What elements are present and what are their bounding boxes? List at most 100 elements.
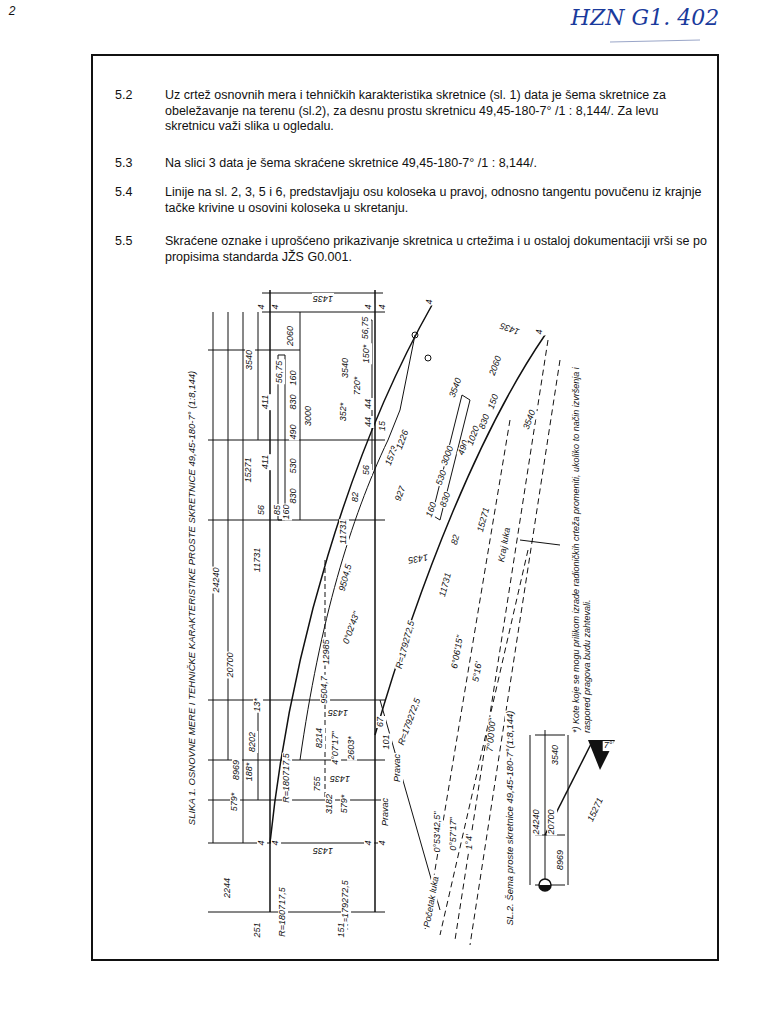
dimension-label: 490 bbox=[289, 423, 299, 440]
dimension-label: 20700 bbox=[226, 651, 236, 678]
dimension-label: 251 bbox=[253, 921, 263, 938]
dimension-label: 15271 bbox=[586, 796, 606, 825]
schema-origin-fill bbox=[539, 885, 551, 891]
dimension-label: 4°07'17" bbox=[331, 730, 341, 766]
dimension-label: 3000 bbox=[304, 405, 314, 427]
section-number: 5.2 bbox=[115, 88, 155, 104]
handwritten-code: HZN G1. 402 bbox=[571, 6, 719, 30]
dimension-label: 352* bbox=[339, 402, 349, 423]
paragraph-text: Skraćene oznake i uprošćeno prikazivanje… bbox=[165, 234, 710, 265]
section-number: 5.3 bbox=[115, 156, 155, 172]
straight-rail bbox=[269, 290, 271, 912]
schema-dimension bbox=[568, 735, 569, 885]
dimension-label: 411 bbox=[261, 394, 271, 410]
dimension-label: 20700 bbox=[547, 808, 557, 835]
dimension-line bbox=[243, 520, 244, 843]
marker-number: 4 bbox=[425, 298, 435, 305]
dimension-label: 44 bbox=[364, 416, 374, 428]
track-annotation: R=179272,5 bbox=[395, 619, 418, 671]
dimension-label: 15 bbox=[378, 420, 388, 432]
dimension-label: 2060 bbox=[488, 354, 505, 378]
dimension-label: 82 bbox=[351, 491, 361, 503]
dimension-label: 15271 bbox=[244, 456, 254, 483]
dimension-label: 411 bbox=[261, 454, 271, 470]
paragraph-text: Na slici 3 data je šema skraćene skretni… bbox=[165, 156, 710, 172]
dimension-line bbox=[258, 312, 259, 440]
schema-origin bbox=[539, 879, 551, 891]
dimension-line bbox=[300, 312, 301, 520]
track-annotation: R=179272,5 bbox=[397, 696, 424, 748]
dimension-label: 5°16' bbox=[471, 660, 485, 684]
dimension-label: 1435 bbox=[329, 773, 351, 783]
dimension-label: 188* bbox=[245, 762, 255, 783]
dimension-label: 1435 bbox=[406, 551, 429, 565]
page-frame bbox=[92, 55, 718, 960]
track-annotation: Pravac bbox=[381, 797, 391, 827]
footnote-text: *) Kote koje se mogu prilikom izrade rad… bbox=[571, 363, 594, 733]
drawing-lines bbox=[92, 40, 718, 960]
track-annotation: Pravac bbox=[393, 753, 403, 783]
dimension-label: 2603* bbox=[347, 735, 357, 761]
dimension-label: 8969 bbox=[556, 849, 566, 871]
paragraph-text: Linije na sl. 2, 3, 5 i 6, predstavljaju… bbox=[165, 185, 710, 216]
closure-rail bbox=[300, 440, 388, 760]
section-number: 5.5 bbox=[115, 234, 155, 250]
dimension-label: 1435 bbox=[498, 320, 522, 337]
dimension-label: 927 bbox=[393, 484, 408, 503]
handwritten-underline bbox=[610, 40, 700, 42]
dimension-label: 8214 bbox=[315, 727, 325, 749]
marker-number: 4 bbox=[271, 303, 281, 310]
dimension-label: 44 bbox=[364, 398, 374, 410]
dimension-label: 830 bbox=[438, 490, 453, 509]
dimension-label: 67 bbox=[376, 716, 386, 728]
dimension-label: 530 bbox=[434, 468, 449, 487]
dimension-label: 755 bbox=[313, 775, 323, 792]
figure-caption: SLIKA 1. OSNOVNE MERE I TEHNIČKE KARAKTE… bbox=[187, 371, 197, 825]
dimension-label: 85 bbox=[273, 504, 283, 516]
dimension-label: 9504,7 bbox=[320, 675, 330, 705]
dimension-label: 8969 bbox=[232, 759, 242, 781]
dimension-label: 11731 bbox=[339, 519, 349, 545]
tangent-line bbox=[425, 420, 510, 930]
dimension-label: 15271 bbox=[476, 506, 493, 535]
dimension-label: 8202 bbox=[248, 731, 258, 753]
dimension-label: 0°02'43" bbox=[341, 610, 362, 647]
dimension-label: 1435 bbox=[312, 845, 334, 855]
extension-line bbox=[208, 700, 385, 701]
extension-line bbox=[208, 520, 385, 521]
dimension-label: 56,75 bbox=[275, 360, 285, 385]
dimension-label: 56 bbox=[362, 464, 372, 476]
dimension-label: 12985 bbox=[322, 638, 332, 665]
schema-tick bbox=[535, 735, 565, 736]
marker-number: 4 bbox=[535, 328, 545, 335]
dimension-label: 830 bbox=[289, 393, 299, 410]
tangent-line bbox=[470, 360, 560, 945]
dimension-label: 150 bbox=[486, 392, 501, 411]
dimension-label: 530 bbox=[289, 457, 299, 474]
dimension-label: 151 bbox=[337, 921, 347, 938]
dimension-label: 2060 bbox=[286, 325, 296, 347]
dimension-label: 1435 bbox=[327, 707, 349, 717]
dimension-label: 0°57'17" bbox=[449, 816, 459, 852]
dimension-label: 7° bbox=[603, 741, 614, 751]
wing-rail bbox=[366, 320, 372, 470]
schema-branch bbox=[545, 742, 592, 835]
extension-line bbox=[262, 312, 385, 313]
leader-line bbox=[520, 540, 560, 545]
figure-caption: SL.2. Šema proste skretnice 49,45-180-7°… bbox=[505, 710, 515, 925]
dimension-label: 56 bbox=[257, 504, 267, 516]
dimension-label: 1°4' bbox=[465, 833, 475, 850]
dimension-label: 3540 bbox=[245, 349, 255, 371]
marker-number: 4 bbox=[378, 839, 388, 846]
dimension-label: 160 bbox=[424, 500, 439, 519]
marker-number: 4 bbox=[257, 303, 267, 310]
track-annotation: Kraj luka bbox=[497, 526, 513, 564]
dimension-label: 56,75 bbox=[361, 316, 371, 341]
marker-number: 4 bbox=[378, 303, 388, 310]
marker-number: 4 bbox=[364, 839, 374, 846]
rail-point bbox=[412, 332, 418, 338]
marker-number: 4 bbox=[257, 839, 267, 846]
dimension-label: 2244 bbox=[223, 877, 233, 899]
track-annotation: R=180717,5 bbox=[278, 886, 288, 937]
